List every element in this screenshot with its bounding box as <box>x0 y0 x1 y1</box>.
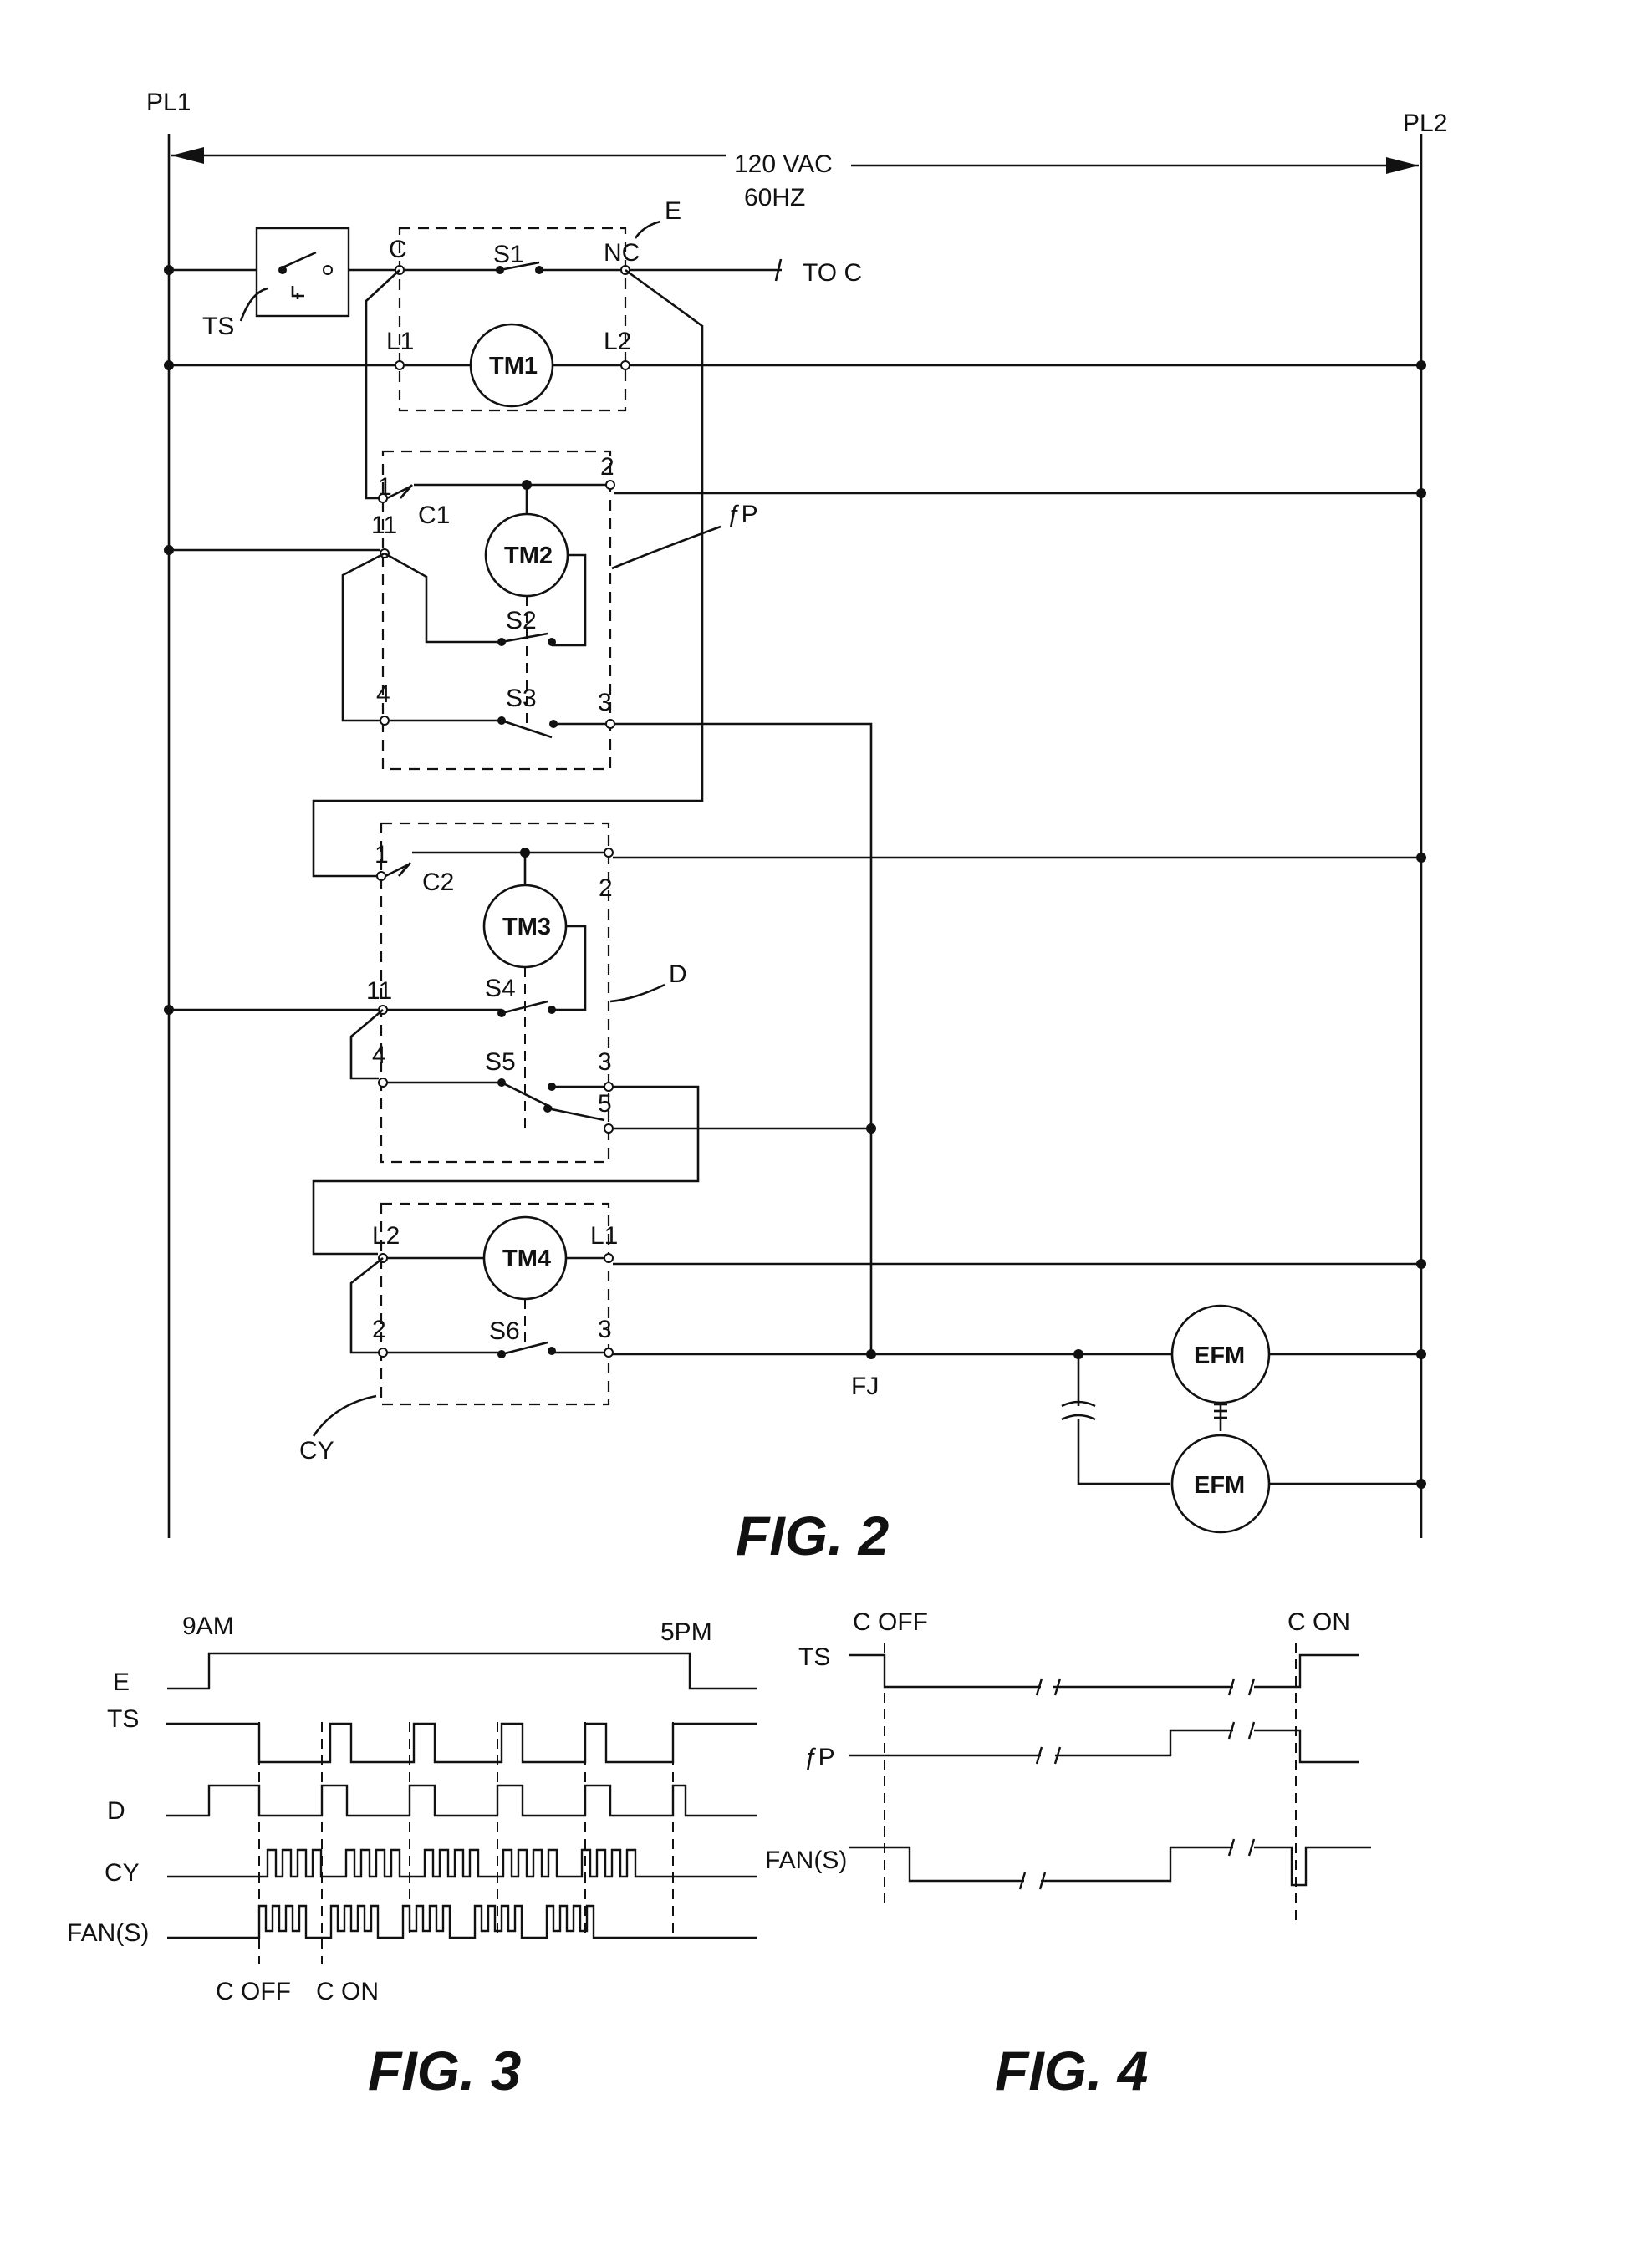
fig4-signal-fan: FAN(S) <box>765 1847 847 1874</box>
switch-s6 <box>501 1341 548 1356</box>
timer-d-tag: D <box>669 960 687 988</box>
thermostat-switch-box <box>255 227 350 318</box>
rail-pl1-label: PL1 <box>146 89 191 116</box>
svg-text:S5: S5 <box>485 1048 516 1076</box>
timer-e-box <box>398 227 627 412</box>
timer-cy-box <box>380 1202 610 1406</box>
svg-text:11: 11 <box>371 512 397 539</box>
svg-text:EFM: EFM <box>1194 1472 1245 1499</box>
svg-text:C2: C2 <box>422 869 454 896</box>
svg-text:L1: L1 <box>590 1222 618 1250</box>
fig2-caption: FIG. 2 <box>736 1505 890 1567</box>
fig4-marker-off: C OFF <box>853 1608 928 1636</box>
svg-text:2: 2 <box>600 453 614 481</box>
svg-text:L2: L2 <box>372 1222 400 1250</box>
timer-cy-tag: CY <box>299 1437 334 1465</box>
svg-text:4: 4 <box>376 680 390 708</box>
svg-text:C1: C1 <box>418 502 450 529</box>
svg-text:S2: S2 <box>506 607 537 634</box>
svg-text:TM2: TM2 <box>504 543 553 569</box>
fig3-timing-diagram: 9AM 5PM E TS D CY FAN(S) C OFF C ON FIG.… <box>67 1613 757 2102</box>
supply-frequency-label: 60HZ <box>744 184 805 211</box>
svg-text:S4: S4 <box>485 975 516 1002</box>
svg-text:TM4: TM4 <box>502 1246 551 1272</box>
supply-arrow-right-head <box>1386 157 1419 174</box>
svg-text:3: 3 <box>598 1048 612 1076</box>
svg-text:S3: S3 <box>506 685 537 712</box>
svg-text:4: 4 <box>372 1042 386 1069</box>
svg-text:NC: NC <box>604 239 640 267</box>
svg-text:3: 3 <box>598 689 612 716</box>
rail-pl2-label: PL2 <box>1403 110 1447 137</box>
svg-text:C: C <box>389 236 407 263</box>
fig2-circuit-diagram: PL1 PL2 120 VAC 60HZ TS E C S1 NC TO <box>146 89 1447 1567</box>
svg-text:9AM: 9AM <box>182 1613 234 1640</box>
fig3-marker-on: C ON <box>316 1978 379 2005</box>
timer-d-box <box>380 822 610 1164</box>
fig4-caption: FIG. 4 <box>995 2040 1148 2102</box>
fig4-trace-fan <box>849 1846 1371 1887</box>
fig4-marker-on: C ON <box>1287 1608 1350 1636</box>
timer-fp-tag: ƒP <box>727 501 758 528</box>
svg-text:EFM: EFM <box>1194 1342 1245 1369</box>
svg-text:1: 1 <box>375 841 389 869</box>
fig3-trace-fan <box>167 1904 757 1939</box>
fig3-marker-off: C OFF <box>216 1978 291 2005</box>
timer-fp-box <box>381 450 612 771</box>
svg-text:TM1: TM1 <box>489 353 538 380</box>
fig3-signal-fan: FAN(S) <box>67 1919 149 1947</box>
svg-text:L1: L1 <box>386 328 414 355</box>
svg-text:5: 5 <box>598 1090 612 1118</box>
fig3-signal-d: D <box>107 1797 125 1825</box>
fig4-trace-fp <box>849 1729 1359 1764</box>
svg-text:TM3: TM3 <box>502 914 551 940</box>
fig4-signal-fp: ƒP <box>804 1744 835 1771</box>
fig3-trace-e <box>167 1652 757 1690</box>
fig3-trace-ts <box>166 1722 757 1764</box>
switch-s5 <box>501 1081 553 1109</box>
svg-text:2: 2 <box>599 874 613 902</box>
switch-s4 <box>501 1000 548 1015</box>
to-c-label: TO C <box>803 259 862 287</box>
fig3-signal-ts: TS <box>107 1705 139 1733</box>
switch-s1 <box>499 261 540 272</box>
fig3-trace-cy <box>167 1848 757 1878</box>
thermostat-label: TS <box>202 313 234 340</box>
svg-text:S6: S6 <box>489 1317 520 1345</box>
switch-s3 <box>501 719 553 739</box>
svg-text:S1: S1 <box>493 241 524 268</box>
fig3-signal-cy: CY <box>105 1859 140 1887</box>
svg-text:5PM: 5PM <box>660 1618 712 1646</box>
supply-arrow-left-head <box>171 147 204 164</box>
svg-text:11: 11 <box>366 977 392 1005</box>
fig3-trace-d <box>166 1784 757 1817</box>
junction-fj-label: FJ <box>851 1373 879 1400</box>
supply-voltage-label: 120 VAC <box>734 150 833 178</box>
switch-s2 <box>501 632 548 644</box>
svg-text:2: 2 <box>372 1316 386 1343</box>
svg-text:3: 3 <box>598 1316 612 1343</box>
timer-e-tag: E <box>665 197 681 225</box>
fig4-timing-diagram: C OFF C ON TS ƒP FAN(S) FIG. 4 <box>765 1608 1371 2102</box>
svg-text:L2: L2 <box>604 328 631 355</box>
fig3-signal-e: E <box>113 1669 130 1696</box>
fig4-signal-ts: TS <box>798 1643 830 1671</box>
fig4-trace-ts <box>849 1653 1359 1689</box>
fig3-caption: FIG. 3 <box>368 2040 521 2102</box>
